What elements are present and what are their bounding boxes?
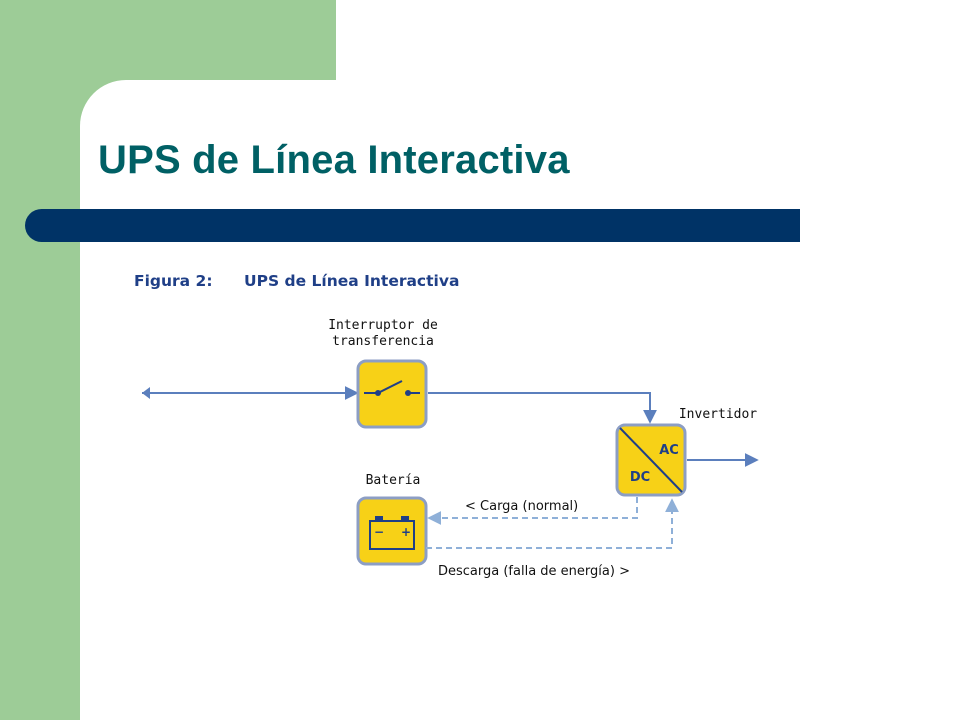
switch-label-line2: transferencia	[332, 334, 434, 349]
figure-title: Figura 2: UPS de Línea Interactiva	[134, 272, 459, 290]
inverter-ac-label: AC	[659, 443, 679, 458]
transfer-switch-box	[356, 359, 428, 429]
title-underline-bar	[25, 209, 800, 242]
figure-number: Figura 2:	[134, 272, 213, 290]
discharge-path	[426, 498, 679, 549]
switch-to-inverter-wire	[428, 392, 657, 424]
switch-label-line1: Interruptor de	[328, 318, 438, 333]
battery-minus: −	[374, 525, 384, 539]
battery-plus: +	[401, 525, 411, 539]
battery-box: − +	[356, 496, 428, 566]
charge-path	[427, 497, 638, 525]
content-panel	[80, 80, 960, 720]
charge-label: < Carga (normal)	[465, 499, 578, 514]
figure-title-text: UPS de Línea Interactiva	[244, 272, 459, 290]
ups-diagram: Figura 2: UPS de Línea Interactiva Inter…	[134, 272, 759, 579]
inverter-box: AC DC	[615, 423, 687, 497]
slide-title: UPS de Línea Interactiva	[98, 138, 570, 182]
top-white-area	[336, 0, 960, 80]
inverter-dc-label: DC	[630, 470, 650, 485]
inverter-label: Invertidor	[679, 407, 757, 422]
discharge-label: Descarga (falla de energía) >	[438, 564, 630, 579]
battery-label: Batería	[366, 473, 421, 488]
